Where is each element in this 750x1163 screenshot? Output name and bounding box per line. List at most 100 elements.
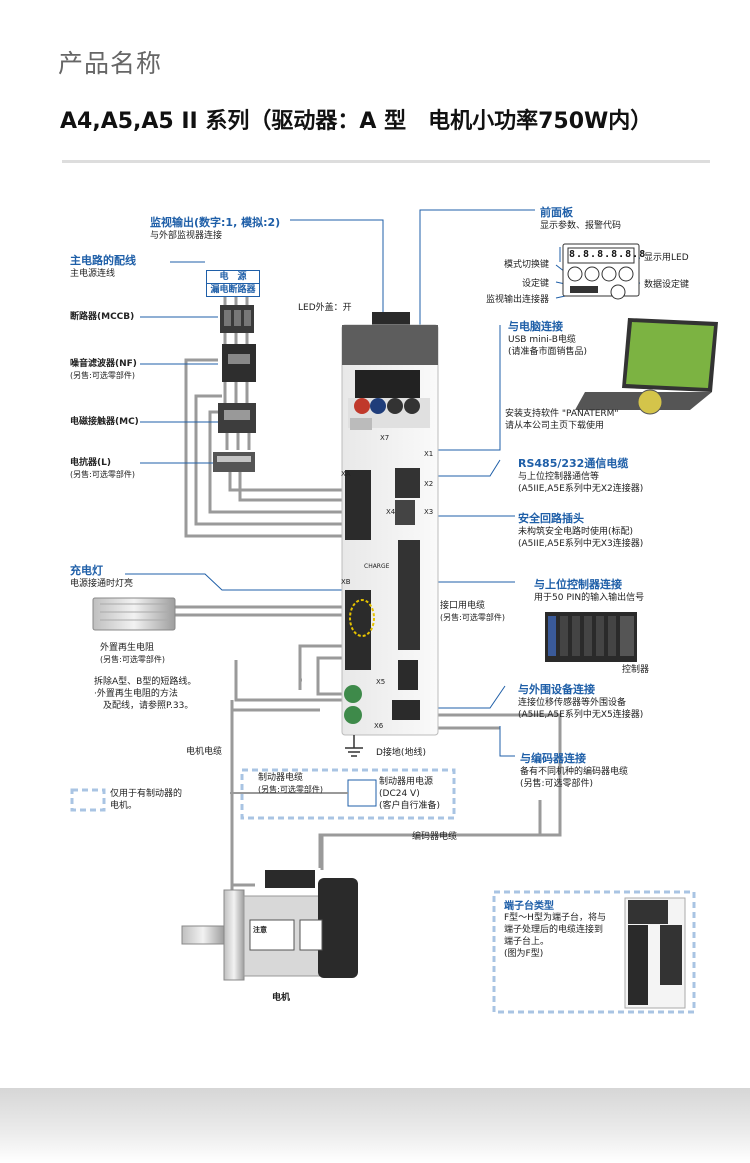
regen-resistor-icon — [92, 597, 176, 631]
title-divider — [62, 160, 710, 163]
software-desc2: 请从本公司主页下载使用 — [505, 421, 605, 431]
pc-connect-desc2: (请准备市面销售品) — [508, 347, 588, 357]
regen-note3: 及配线，请参照P.33。 — [94, 701, 194, 711]
main-wiring-title: 主电路的配线 — [70, 254, 136, 267]
encoder-cable — [320, 713, 562, 870]
rs485-desc1: 与上位控制器通信等 — [518, 472, 600, 482]
pc-connect-desc1: USB mini-B电缆 — [508, 335, 576, 345]
port-x7: X7 — [380, 434, 390, 442]
reactor-name: 电抗器(L) — [70, 458, 111, 468]
reactor-icon — [213, 452, 255, 472]
regen-opt: (另售:可选零部件) — [100, 655, 165, 664]
encoder-label: 与编码器连接 备有不同机种的编码器电缆 (另售:可选零部件) — [520, 750, 628, 790]
controller-icon — [545, 612, 637, 662]
legend-line1: 仅用于有制动器的 — [110, 789, 183, 799]
host-label: 与上位控制器连接 用于50 PIN的输入输出信号 — [534, 576, 644, 604]
rs485-desc2: (A5IIE,A5E系列中无X2连接器) — [518, 484, 644, 494]
host-cable: 接口用电缆 — [440, 601, 486, 611]
contactor-icon — [218, 403, 256, 433]
peripheral-desc2: (A5IIE,A5E系列中无X5连接器) — [518, 710, 644, 720]
encoder-title: 与编码器连接 — [520, 752, 586, 765]
safety-desc1: 未构筑安全电路时使用(标配) — [518, 527, 634, 537]
terminal-d1: F型～H型为端子台，将与 — [504, 913, 606, 923]
main-wiring-label: 主电路的配线 主电源连线 — [70, 252, 136, 280]
monitor-output-title: 监视输出(数字:1, 模拟:2) — [150, 216, 281, 229]
ground-icon — [345, 735, 363, 757]
brake-psu3: (客户自行准备) — [379, 801, 441, 811]
safety-desc2: (A5IIE,A5E系列中无X3连接器) — [518, 539, 644, 549]
rs485-label: RS485/232通信电缆 与上位控制器通信等 (A5IIE,A5E系列中无X2… — [518, 455, 643, 495]
port-x4: X4 — [386, 508, 396, 516]
power-title: 电 源 — [219, 272, 247, 282]
led-cover-label: LED外盖：开 — [298, 303, 352, 313]
terminal-d2: 端子处理后的电缆连接到 — [504, 925, 604, 935]
reactor-label: 电抗器(L) (另售:可选零部件) — [70, 457, 135, 481]
safety-title: 安全回路插头 — [518, 512, 584, 525]
monitor-connector-label: 监视输出连接器 — [486, 295, 550, 305]
motor-cable-path — [230, 700, 255, 887]
brake-psu2: (DC24 V) — [379, 789, 420, 799]
host-desc: 用于50 PIN的输入输出信号 — [534, 593, 645, 603]
software-desc1: 安装支持软件 "PANATERM" — [505, 409, 619, 419]
front-panel-title: 前面板 — [540, 206, 573, 219]
mccb-icon — [220, 305, 254, 333]
regen-note1: 拆除A型、B型的短路线。 — [94, 677, 197, 687]
display-led-label: 显示用LED — [644, 253, 689, 263]
host-title: 与上位控制器连接 — [534, 578, 622, 591]
power-breaker: 漏电断路器 — [207, 283, 259, 296]
noise-filter-icon — [222, 344, 256, 382]
host-cable-opt: (另售:可选零部件) — [440, 613, 505, 622]
port-x3: X3 — [424, 508, 434, 516]
charge-desc: 电源接通时灯亮 — [70, 579, 134, 589]
nf-label: 噪音滤波器(NF) (另售:可选零部件) — [70, 358, 137, 382]
legend-label: 仅用于有制动器的 电机。 — [110, 788, 182, 812]
brake-cable-opt: (另售:可选零部件) — [258, 785, 323, 794]
port-x1: X1 — [424, 450, 434, 458]
nf-opt: (另售:可选零部件) — [70, 371, 135, 380]
terminal-driver-icon — [624, 897, 686, 1009]
encoder-desc1: 备有不同机种的编码器电缆 — [520, 767, 629, 777]
nf-name: 噪音滤波器(NF) — [70, 359, 137, 369]
page-label: 产品名称 — [58, 49, 163, 78]
peripheral-label: 与外围设备连接 连接位移传感器等外围设备 (A5IIE,A5E系列中无X5连接器… — [518, 681, 643, 721]
motor-icon — [181, 870, 358, 981]
brake-cable-label: 制动器电缆 (另售:可选零部件) — [258, 772, 323, 796]
main-wiring-desc: 主电源连线 — [70, 269, 116, 279]
port-xa: XA — [341, 470, 351, 478]
mccb-label: 断路器(MCCB) — [70, 312, 135, 322]
port-xb: XB — [341, 578, 351, 586]
peripheral-desc1: 连接位移传感器等外围设备 — [518, 698, 627, 708]
port-x6: X6 — [374, 722, 384, 730]
front-panel-desc: 显示参数、报警代码 — [540, 221, 622, 231]
peripheral-title: 与外围设备连接 — [518, 683, 595, 696]
brake-psu1: 制动器用电源 — [379, 777, 434, 787]
brake-psu-box — [347, 779, 377, 807]
mc-label: 电磁接触器(MC) — [70, 417, 139, 427]
legend-line2: 电机。 — [110, 801, 138, 811]
motor-label: 电机 — [272, 993, 291, 1003]
regen-note: 拆除A型、B型的短路线。 ·外置再生电阻的方法 及配线，请参照P.33。 — [94, 676, 196, 712]
encoder-desc2: (另售:可选零部件) — [520, 779, 594, 789]
pc-connect-title: 与电脑连接 — [508, 320, 563, 333]
regen-note2: ·外置再生电阻的方法 — [94, 689, 178, 699]
page-title: A4,A5,A5 II 系列（驱动器：A 型 电机小功率750W内） — [60, 109, 653, 134]
set-key-label: 设定键 — [522, 279, 550, 289]
software-label: 安装支持软件 "PANATERM" 请从本公司主页下载使用 — [505, 408, 619, 432]
host-cable-label: 接口用电缆 (另售:可选零部件) — [440, 600, 505, 624]
brake-psu-label: 制动器用电源 (DC24 V) (客户自行准备) — [379, 776, 440, 812]
front-panel-label: 前面板 显示参数、报警代码 — [540, 204, 621, 232]
reactor-opt: (另售:可选零部件) — [70, 470, 135, 479]
servo-driver-body — [341, 312, 439, 736]
data-key-label: 数据设定键 — [644, 280, 690, 290]
charge-title: 充电灯 — [70, 564, 103, 577]
terminal-dashed-box — [492, 890, 696, 1014]
front-panel-detail — [562, 243, 640, 300]
controller-label: 控制器 — [622, 665, 650, 675]
safety-label: 安全回路插头 未构筑安全电路时使用(标配) (A5IIE,A5E系列中无X3连接… — [518, 510, 643, 550]
terminal-d4: (图为F型) — [504, 949, 544, 959]
motor-cable-label: 电机电缆 — [186, 747, 223, 757]
seg-display-readout: 8.8.8.8.8.8 — [569, 249, 647, 260]
pc-connect-label: 与电脑连接 USB mini-B电缆 (请准备市面销售品) — [508, 318, 587, 358]
regen-label: 外置再生电阻 (另售:可选零部件) — [100, 642, 165, 666]
terminal-d3: 端子台上。 — [504, 937, 550, 947]
